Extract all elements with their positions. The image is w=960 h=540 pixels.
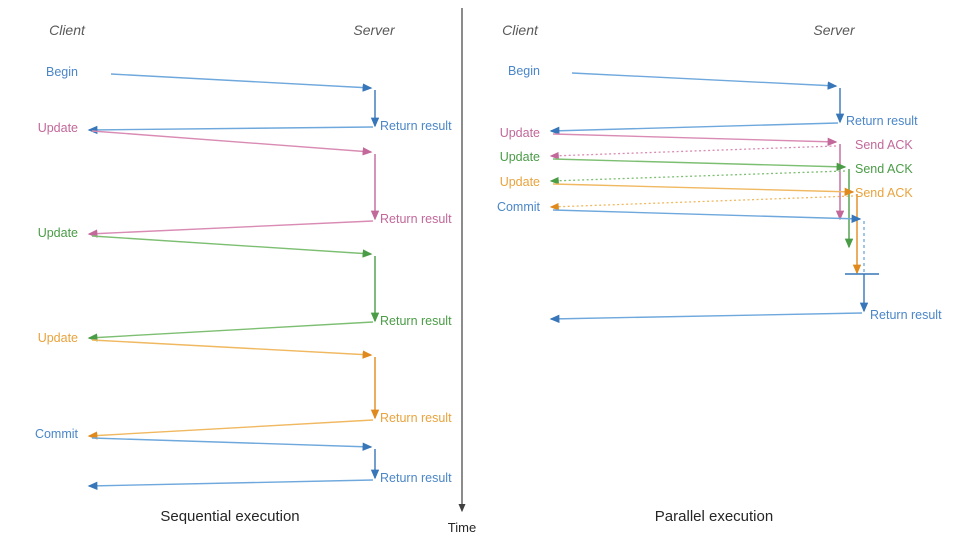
- caption-parallel: Parallel execution: [655, 508, 773, 525]
- message-par-ret-begin: [549, 113, 845, 135]
- panel-sequential: [87, 73, 380, 491]
- message-seq-commit: [91, 437, 376, 472]
- message-par-ack-3: [549, 195, 854, 211]
- message-par-update-2: [552, 158, 854, 249]
- label-par-update-2: Update: [500, 150, 540, 164]
- message-seq-ret-begin: [87, 117, 380, 135]
- label-seq-ret-update-2: Return result: [380, 314, 452, 328]
- message-seq-ret-update-3: [87, 409, 380, 440]
- panel-parallel: [549, 72, 879, 324]
- message-seq-update-3: [91, 339, 376, 412]
- message-par-ack-1: [549, 145, 837, 160]
- lane-title-server-sequential: Server: [353, 22, 396, 38]
- label-par-commit: Commit: [497, 200, 541, 214]
- lane-title-server-parallel: Server: [813, 22, 856, 38]
- label-seq-ret-update-3: Return result: [380, 411, 452, 425]
- label-par-ack-2: Send ACK: [855, 162, 913, 176]
- message-par-commit: [552, 209, 865, 272]
- message-seq-update-1: [91, 130, 376, 213]
- message-par-update-3: [552, 183, 862, 275]
- label-seq-update-2: Update: [38, 226, 78, 240]
- label-par-begin: Begin: [508, 64, 540, 78]
- message-seq-ret-update-1: [87, 210, 380, 238]
- label-seq-begin: Begin: [46, 65, 78, 79]
- label-seq-update-3: Update: [38, 331, 78, 345]
- message-seq-update-2: [91, 235, 376, 315]
- message-par-begin: [571, 72, 841, 116]
- caption-sequential: Sequential execution: [160, 508, 299, 525]
- label-par-ack-1: Send ACK: [855, 138, 913, 152]
- parallel-join-bar: [845, 273, 879, 304]
- label-par-ack-3: Send ACK: [855, 186, 913, 200]
- lane-title-client-parallel: Client: [502, 22, 539, 38]
- label-seq-ret-update-1: Return result: [380, 212, 452, 226]
- label-seq-commit: Commit: [35, 427, 79, 441]
- label-seq-update-1: Update: [38, 121, 78, 135]
- label-seq-ret-commit: Return result: [380, 471, 452, 485]
- label-par-ret-begin: Return result: [846, 114, 918, 128]
- label-seq-ret-begin: Return result: [380, 119, 452, 133]
- lane-title-client-sequential: Client: [49, 22, 86, 38]
- message-par-ack-2: [549, 170, 846, 185]
- label-par-update-1: Update: [500, 126, 540, 140]
- message-seq-ret-update-2: [87, 312, 380, 342]
- label-par-update-3: Update: [500, 175, 540, 189]
- label-par-ret-commit: Return result: [870, 308, 942, 322]
- message-par-ret-commit: [549, 302, 869, 324]
- message-seq-ret-commit: [87, 469, 380, 491]
- time-axis-label: Time: [448, 520, 476, 535]
- message-seq-begin: [110, 73, 376, 120]
